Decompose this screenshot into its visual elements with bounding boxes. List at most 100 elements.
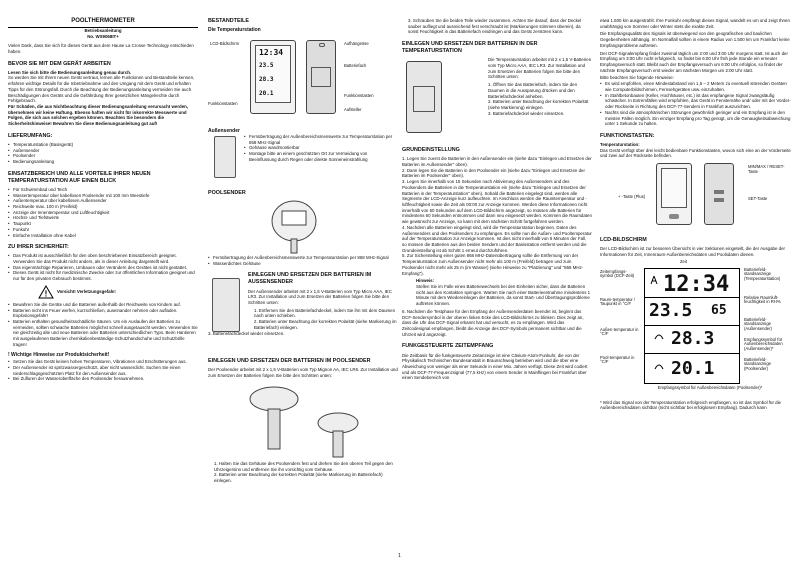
basic-step: 2. Dann legen Sie die Batterien in den P…: [402, 167, 585, 179]
lcd-diagram: Zeit 12:34 23.5 65 28.3 20.1 Zeitempfang…: [600, 258, 792, 400]
before-text: So werden Sie mit Ihrem neuen Gerät vert…: [8, 75, 195, 104]
heading-outdoor: Außensender: [208, 127, 240, 134]
warning-title: Vorsicht! Verletzungsgefahr:: [57, 289, 117, 295]
label-raum: Raum-temperatur / Taupunkt in °C/F: [600, 296, 636, 307]
battery-station-text: Die Temperaturstation arbeitet mit 2 x 1…: [488, 57, 592, 80]
lcd-indoor-temp: 23.5: [649, 299, 693, 321]
outdoor-list: Fernübertragung der Außenbereichsmesswer…: [244, 134, 394, 163]
lcd-indoor-small: 23.5: [259, 61, 274, 69]
list-item: Montage bitte an einem geschützten Ort z…: [244, 151, 394, 162]
hint-block: Hinweis: Stellen Sie im Falle eines Batt…: [402, 278, 592, 307]
lcd-humidity: 65: [711, 302, 727, 318]
list-item: Gehäuse wandmontierbar: [244, 145, 394, 151]
station-step: 1. Öffnen Sie das Batteriefach, indem Si…: [488, 82, 578, 99]
outdoor-section: Fernübertragung der Außenbereichsmesswer…: [208, 134, 398, 184]
list-item: Wassertemperatur über kabellosen Poolsen…: [8, 193, 198, 199]
list-item: Fernübertragung der Außenbereichsmesswer…: [208, 255, 398, 261]
heading-before: BEVOR SIE MIT DEM GERÄT ARBEITEN: [8, 60, 111, 67]
keys-figure: MIN/MAX / RESET-Taste + -Taste (Plus) SE…: [600, 161, 792, 231]
safety-list: Das Produkt ist ausschließlich für den o…: [8, 253, 198, 282]
list-item: Poolsender: [8, 153, 198, 159]
list-item: Funkuhr: [8, 227, 198, 233]
label-pool: Pool-temperatur in °C/F: [600, 354, 635, 365]
list-item: In Stahlbetonbauten (Keller, Hochhäuser,…: [600, 93, 792, 110]
dcf-quality: Die Empfangsqualität des Signals ist übe…: [600, 31, 790, 48]
battery-outdoor-step: 1. Entfernen Sie den Batteriefachdeckel,…: [254, 307, 396, 319]
lcd-outdoor-small: 28.3: [259, 75, 274, 83]
pool-sensor-image: [271, 200, 317, 254]
list-item: Höchst- und Tiefstwerte: [8, 215, 198, 221]
hanging-hole: [319, 42, 325, 47]
battery-outdoor-section: EINLEGEN UND ERSETZEN DER BATTERIEN IM A…: [208, 272, 398, 352]
station-keys-front: [656, 163, 692, 226]
label-keys: Funktionstasten: [344, 92, 374, 98]
column-2: BESTANDTEILE Die Temperaturstation 12:34…: [208, 18, 398, 484]
doc-subtitle: Betriebsanleitung: [84, 27, 122, 33]
heading-battery-station: EINLEGEN UND ERSETZEN DER BATTERIEN IN D…: [402, 41, 538, 55]
label-stand: Aufsteller: [344, 106, 362, 112]
safety-list-2: Bewahren Sie die Geräte und die Batterie…: [8, 302, 198, 348]
battery-pool-step: 1. Halten Sie das Gehäuse des Poolsender…: [214, 460, 393, 472]
basic-step-6: 6. Nachdem die Testphase für den Empfang…: [402, 308, 584, 337]
heading-lcd: LCD-BILDSCHIRM: [600, 237, 647, 244]
heading-pool: POOLSENDER: [208, 190, 246, 197]
before-warning: Für Schäden, die aus Nichtbeachtung dies…: [8, 104, 189, 127]
list-item: Bei Zufluren der Wasseroberfläche den Po…: [8, 376, 198, 382]
lcd-time: 12:34: [663, 271, 730, 297]
basic-step: 5. Zur Sicherstellung einer guten 868 MH…: [402, 253, 584, 276]
label-hanging: Aufhängeöse: [344, 40, 369, 46]
hint-text: Stellen Sie im Falle eines Batteriewechs…: [416, 284, 591, 307]
battery-outdoor-text: Der Außensender arbeitet mit 2 x 1,5 V-B…: [248, 288, 392, 305]
station-front: 12:34 23.5 28.3 20.1: [250, 39, 296, 114]
list-item: Nachts sind die atmosphärischen Störunge…: [600, 110, 792, 127]
use-list: Für Schwimmbad und Teich Wassertemperatu…: [8, 187, 198, 238]
battery-outdoor-step: 2. Batterien unter Beachtung der korrekt…: [254, 319, 397, 330]
list-item: Temperaturstation (Basisgerät): [8, 142, 198, 148]
outdoor-battery-image: [212, 278, 240, 333]
label-zeit: Zeit: [680, 258, 687, 264]
dcf-text: Die Zeitbasis für die funkgesteuerte Zei…: [402, 352, 588, 381]
battery-pool-text: Der Poolsender arbeitet mit 2 x 1,5 V-Ba…: [208, 367, 398, 379]
list-item: Für Schwimmbad und Teich: [8, 187, 198, 193]
list-item: Batterien enthalten gesundheitsschädlich…: [8, 319, 198, 348]
lcd-pool-small: 20.1: [259, 89, 274, 97]
list-item: Der Außensender ist spritzwassergeschütz…: [8, 365, 198, 376]
pool-step-3: 3. Schrauben Sie die beiden Teile wieder…: [408, 18, 582, 35]
hint-title: Hinweis:: [416, 278, 435, 284]
list-item: Das eigenmächtige Reparieren, Umbauen od…: [8, 265, 198, 271]
label-plus: + -Taste (Plus): [618, 194, 646, 200]
column-3: 3. Schrauben Sie die beiden Teile wieder…: [402, 18, 592, 383]
heading-basic-setup: GRUNDEINSTELLUNG: [402, 147, 460, 154]
plus-key[interactable]: [714, 190, 724, 195]
heading-station: Die Temperaturstation: [208, 27, 261, 34]
column-4: etwa 1.500 km ausgestrahlt. Ihre Funkuhr…: [600, 18, 792, 413]
scope-list: Temperaturstation (Basisgerät) Außensend…: [8, 142, 198, 165]
pool-figure: [208, 199, 398, 255]
dcf-tower-icon: [650, 275, 658, 284]
basic-step: 1. Legen Sie zuerst die Batterien in den…: [402, 156, 592, 167]
dcf-notes-intro: Bitte beachten Sie folgende Hinweise:: [600, 75, 674, 81]
pool-list: Fernübertragung der Außenbereichsmesswer…: [208, 255, 398, 266]
reception-pool-icon: [654, 364, 664, 369]
station-battery-image: [406, 61, 442, 134]
model-number: No. WS9068IT+: [87, 33, 119, 39]
dcf-schedule: Der DCF-Signalempfang findet zweimal täg…: [600, 50, 788, 73]
label-keys-front: Funktionstasten: [208, 100, 238, 106]
battery-compartment: [311, 66, 331, 87]
before-bold: Lesen Sie sich bitte die Bedienungsanlei…: [8, 69, 132, 75]
heading-battery-pool: EINLEGEN UND ERSETZEN DER BATTERIEN IM P…: [208, 358, 371, 365]
list-item: Außentemperatur über kabellosen Außensen…: [8, 198, 198, 204]
set-key[interactable]: [714, 198, 724, 203]
minmax-key[interactable]: [669, 214, 679, 220]
dcf-continued: etwa 1.500 km ausgestrahlt. Ihre Funkuhr…: [600, 18, 790, 29]
basic-step: 4. Nachdem alle Batterien eingelegt sind…: [402, 224, 592, 253]
label-humidity: Relative Raumluft-feuchtigkeit in RH%: [744, 294, 781, 305]
label-battery-outdoor: Batteriefeld-standsanzeige (Außensender): [744, 316, 772, 332]
battery-outdoor-step: 3. Batteriefachdeckel wieder einsetzen.: [208, 330, 285, 336]
battery-pool-step: 2. Batterien unter Beachtung der korrekt…: [214, 472, 383, 484]
label-dcf: Zeitempfangs-symbol (DCF-Zeit): [600, 268, 635, 279]
reception-outdoor-icon: [654, 334, 664, 339]
intro-text: Vielen Dank, dass Sie sich für dieses Ge…: [8, 43, 194, 54]
label-reception-pool: Empfangssymbol für Außenbereichsdaten (P…: [657, 384, 763, 390]
list-item: Dieses Gerät ist nicht für medizinische …: [8, 270, 198, 281]
